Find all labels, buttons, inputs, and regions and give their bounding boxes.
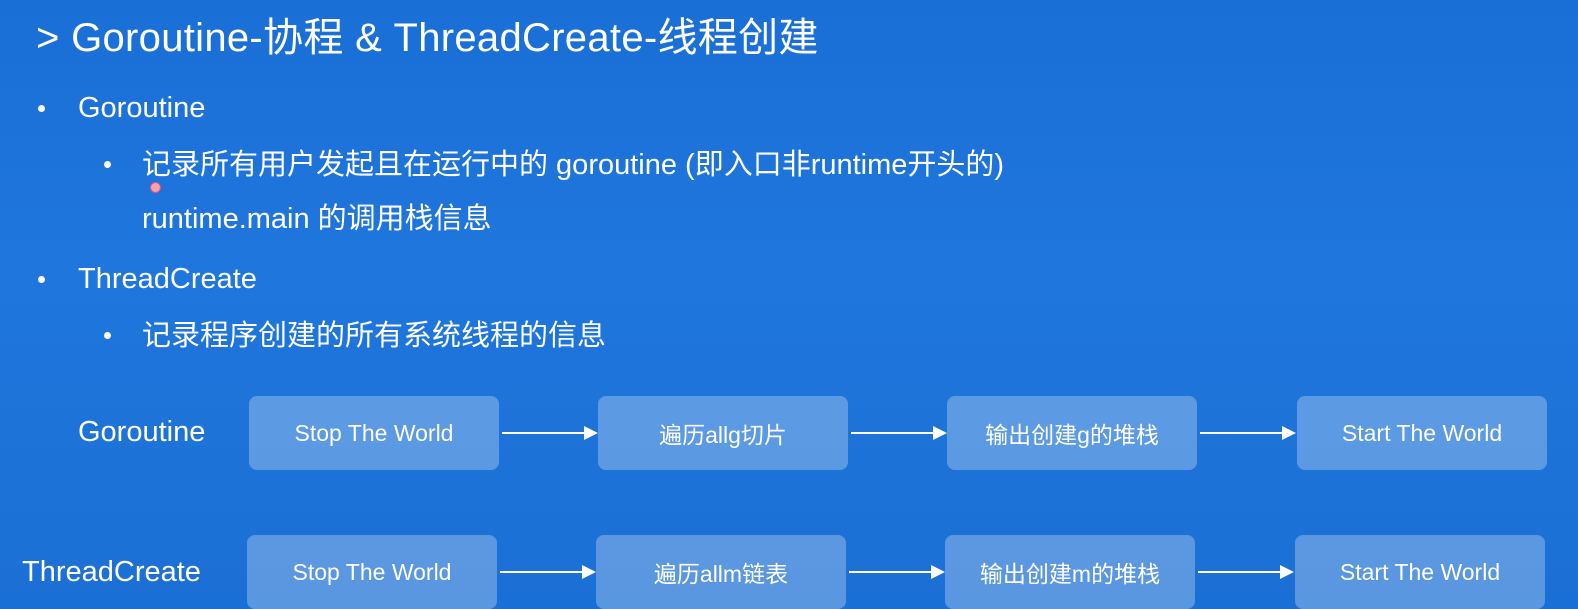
sub-bullet-line: 记录所有用户发起且在运行中的 goroutine (即入口非runtime开头的… [142,149,1005,181]
bullet-goroutine: Goroutine [38,90,205,126]
slide-title: > Goroutine-协程 & ThreadCreate-线程创建 [36,16,819,60]
arrow-right-icon [500,565,596,579]
bullet-dot-icon [104,161,111,168]
flow-step-start-the-world: Start The World [1297,396,1547,470]
flow-step-start-the-world: Start The World [1295,535,1545,609]
sub-bullet-goroutine-desc: 记录所有用户发起且在运行中的 goroutine (即入口非runtime开头的… [104,138,1004,246]
bullet-threadcreate: ThreadCreate [38,261,257,297]
bullet-dot-icon [38,276,45,283]
sub-bullet-line: 记录程序创建的所有系统线程的信息 [142,320,607,352]
arrow-right-icon [502,426,598,440]
bullet-label: ThreadCreate [78,263,257,295]
arrow-right-icon [1200,426,1296,440]
arrow-right-icon [851,426,947,440]
bullet-dot-icon [38,105,45,112]
sub-bullet-line: runtime.main 的调用栈信息 [142,203,492,235]
cursor-highlight-icon [150,182,161,193]
sub-bullet-threadcreate-desc: 记录程序创建的所有系统线程的信息 [104,309,606,363]
bullet-dot-icon [104,332,111,339]
flow-step-iterate-allg: 遍历allg切片 [598,396,848,470]
flow-step-stop-the-world: Stop The World [247,535,497,609]
bullet-label: Goroutine [78,92,206,124]
arrow-right-icon [849,565,945,579]
flow-step-iterate-allm: 遍历allm链表 [596,535,846,609]
flow-step-output-m-stack: 输出创建m的堆栈 [945,535,1195,609]
flow-step-output-g-stack: 输出创建g的堆栈 [947,396,1197,470]
flow-label-threadcreate: ThreadCreate [22,556,201,588]
flow-label-goroutine: Goroutine [78,416,206,448]
flow-step-stop-the-world: Stop The World [249,396,499,470]
arrow-right-icon [1198,565,1294,579]
